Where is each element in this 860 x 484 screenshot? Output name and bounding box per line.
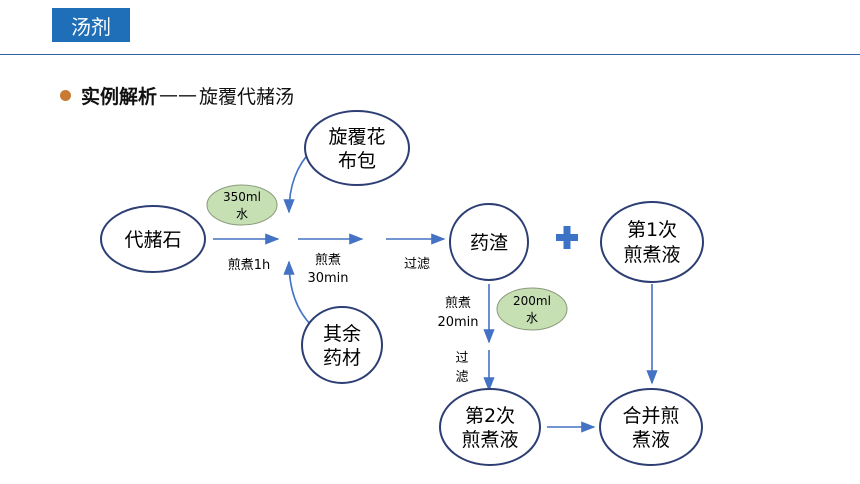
node-second-line2: 煎煮液 xyxy=(461,429,518,451)
section-title-rest: 旋覆代赭汤 xyxy=(199,85,295,108)
water-200ml-line2: 水 xyxy=(526,311,538,325)
section-title-bold: 实例解析 xyxy=(81,85,158,108)
node-yaozha-label: 药渣 xyxy=(470,232,508,254)
label-decoct-30-line1: 煎煮 xyxy=(315,252,341,268)
node-first-line2: 煎煮液 xyxy=(623,244,680,266)
water-350ml-line1: 350ml xyxy=(223,190,261,204)
plus-icon xyxy=(556,226,578,249)
section-title-dash: —— xyxy=(159,84,198,106)
water-350ml: 350ml 水 xyxy=(206,184,278,226)
label-decoct-1h: 煎煮1h xyxy=(228,257,271,273)
node-yaozha: 药渣 xyxy=(449,203,529,281)
node-second-line1: 第2次 xyxy=(465,405,515,427)
node-combined: 合并煎 煮液 xyxy=(599,388,703,466)
label-decoct-30-line2: 30min xyxy=(307,271,348,286)
label-filter-2-line1: 过 xyxy=(455,351,468,366)
node-xuanfuhua-line2: 布包 xyxy=(338,150,376,172)
bullet-icon xyxy=(60,89,71,101)
node-qiyu: 其余 药材 xyxy=(301,306,383,384)
node-daizheshi-label: 代赭石 xyxy=(124,229,181,251)
node-daizheshi: 代赭石 xyxy=(100,205,206,273)
node-xuanfuhua: 旋覆花 布包 xyxy=(304,110,410,186)
header-divider xyxy=(0,54,860,55)
water-200ml: 200ml 水 xyxy=(496,287,568,331)
water-350ml-line2: 水 xyxy=(236,207,248,221)
section-title: 实例解析 —— 旋覆代赭汤 xyxy=(60,80,294,110)
node-combined-line2: 煮液 xyxy=(632,429,670,451)
node-second-decoction: 第2次 煎煮液 xyxy=(439,388,541,466)
arrow-qiyu-up xyxy=(283,260,313,327)
node-combined-line1: 合并煎 xyxy=(622,405,679,427)
water-200ml-line1: 200ml xyxy=(513,294,551,308)
label-decoct-20-line1: 煎煮 xyxy=(445,295,471,311)
node-first-line1: 第1次 xyxy=(627,219,677,241)
label-filter-1: 过滤 xyxy=(404,257,430,272)
label-decoct-20-line2: 20min xyxy=(437,315,478,330)
node-xuanfuhua-line1: 旋覆花 xyxy=(328,126,385,148)
label-filter-2-line2: 滤 xyxy=(455,370,468,385)
node-qiyu-line2: 药材 xyxy=(323,347,361,369)
node-first-decoction: 第1次 煎煮液 xyxy=(600,201,704,283)
node-qiyu-line1: 其余 xyxy=(323,323,361,345)
header-tab[interactable]: 汤剂 xyxy=(52,8,130,42)
